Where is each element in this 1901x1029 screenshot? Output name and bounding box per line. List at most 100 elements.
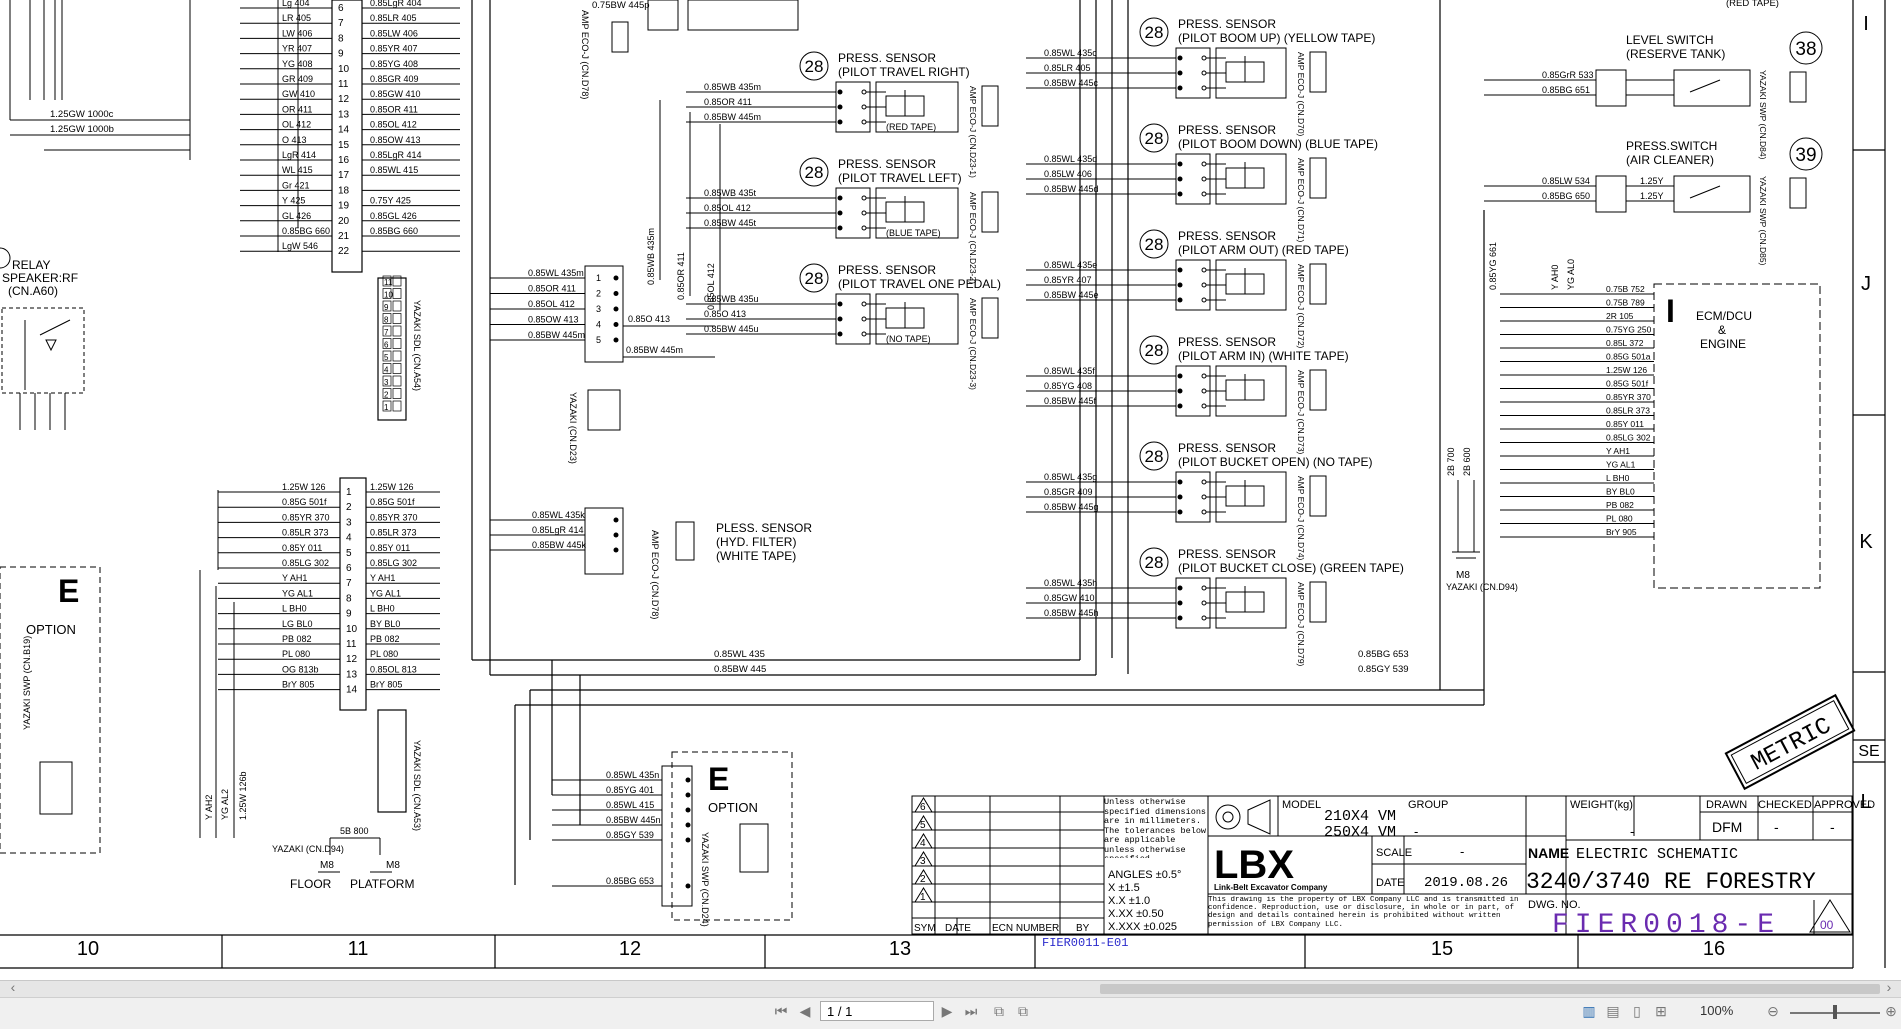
connector-label: AMP ECO-J (CN.D79) — [1296, 582, 1306, 667]
copy-icon[interactable]: ⧉ — [994, 1003, 1004, 1019]
vert-label: 2B 700 — [1446, 447, 1456, 476]
sensor-number: 28 — [1145, 235, 1164, 254]
ecn-link: FIER0011-E01 — [1042, 936, 1128, 950]
relay-title: RELAY — [12, 258, 50, 272]
wire-label: 1.25GW 1000b — [50, 124, 114, 135]
pin-number: 9 — [338, 49, 344, 60]
wire-label: 0.85LW 406 — [1044, 169, 1092, 179]
sensor-number: 28 — [1145, 553, 1164, 572]
wire-label: 0.85LG 302 — [370, 558, 417, 568]
page-field[interactable]: 1 / 1 — [820, 1001, 934, 1021]
dwg-number: FIER0018-E — [1552, 910, 1780, 941]
wire-label: 0.75Y 425 — [370, 196, 411, 206]
drawn-value: DFM — [1712, 819, 1742, 835]
two-page-icon[interactable]: ▯ — [1633, 1003, 1641, 1019]
dwg-label: DWG. NO. — [1528, 899, 1581, 911]
pin-number: 2 — [346, 502, 352, 513]
zoom-out-icon[interactable]: ⊖ — [1767, 1003, 1779, 1019]
wire-label: Y AH1 — [1606, 446, 1630, 456]
connector-label: YAZAKI SWP (CN.B19) — [22, 636, 32, 730]
first-page-icon[interactable]: ⏮ — [774, 1003, 788, 1019]
wire-label: 0.85YR 407 — [1044, 275, 1092, 285]
wire-label: PB 082 — [370, 634, 400, 644]
wire-label: 0.85LR 405 — [1044, 63, 1091, 73]
scale-value: - — [1460, 844, 1464, 859]
wire-label: 0.85LR 373 — [370, 528, 417, 538]
wire-label: L BH0 — [1606, 473, 1630, 483]
zoom-in-icon[interactable]: ⊕ — [1885, 1003, 1897, 1019]
sensor-tape: (WHITE TAPE) — [716, 549, 796, 563]
pin-number: 6 — [384, 341, 389, 350]
wire-label: 0.85WL 435g — [1044, 472, 1097, 482]
pin-number: 5 — [384, 353, 389, 362]
wire-label: YG AL1 — [282, 588, 313, 598]
wire-label: 0.85BW 445e — [1044, 290, 1099, 300]
scale-label: SCALE — [1376, 847, 1412, 859]
scroll-right-icon[interactable]: › — [1886, 979, 1892, 995]
name-label: NAME — [1528, 845, 1569, 861]
weight-label: WEIGHT(kg) — [1570, 799, 1633, 811]
pin-number: 5 — [346, 548, 352, 559]
pin-number: 22 — [338, 246, 350, 257]
sensor-number: 28 — [1145, 129, 1164, 148]
wire-label: GL 426 — [282, 211, 311, 221]
ground-platform: PLATFORM — [350, 877, 414, 891]
group-label: GROUP — [1408, 799, 1448, 811]
wire-label: 0.85LR 405 — [370, 13, 417, 23]
wire-label: 0.85GY 539 — [1358, 664, 1409, 675]
rev-header: ECN NUMBER — [992, 923, 1059, 934]
wire-label: 0.85LG 302 — [282, 558, 329, 568]
pin-number: 3 — [346, 517, 352, 528]
weight-value: - — [1630, 824, 1634, 839]
fit-icon[interactable]: ⊞ — [1655, 1003, 1667, 1019]
pin-number: 7 — [346, 578, 352, 589]
sensor-title: PRESS. SENSOR — [838, 263, 936, 277]
scroll-thumb[interactable] — [1100, 984, 1880, 994]
wire-label: PL 080 — [1606, 514, 1633, 524]
pin-number: 12 — [338, 94, 350, 105]
wire-label: LR 405 — [282, 13, 311, 23]
pin-number: 17 — [338, 170, 350, 181]
scroll-left-icon[interactable]: ‹ — [10, 979, 16, 995]
paste-icon[interactable]: ⧉ — [1018, 1003, 1028, 1019]
pin-number: 14 — [346, 685, 358, 696]
ecm-title: ECM/DCU — [1696, 309, 1752, 323]
zone-label: 12 — [619, 938, 641, 960]
zoom-slider-handle[interactable] — [1833, 1005, 1837, 1019]
wire-label: 0.85WL 435d — [1044, 154, 1097, 164]
wire-label: 0.85Y 011 — [1606, 419, 1644, 429]
wire-label: 0.85BW 445m — [528, 330, 585, 340]
wire-label: 0.85GrR 533 — [1542, 70, 1594, 80]
wire-label: 0.85WB 435m — [704, 82, 761, 92]
prev-page-icon[interactable]: ◀ — [799, 1003, 811, 1019]
vert-label: YG AL0 — [1566, 259, 1576, 290]
continuous-icon[interactable]: ▤ — [1606, 1003, 1620, 1019]
pin-number: 7 — [384, 328, 389, 337]
sensor-tape: (BLUE TAPE) — [886, 228, 941, 238]
ground-floor: FLOOR — [290, 877, 332, 891]
model-label: MODEL — [1282, 799, 1321, 811]
sensor-sub: (PILOT BOOM DOWN) (BLUE TAPE) — [1178, 137, 1378, 151]
horizontal-scrollbar[interactable]: ‹ › — [0, 979, 1901, 998]
ground-m8: M8 — [320, 860, 334, 871]
wire-label: Lg 404 — [282, 0, 310, 8]
single-page-icon[interactable]: ▥ — [1582, 1003, 1596, 1019]
tol-row: X.XXX ±0.025 — [1108, 921, 1177, 933]
connector-label: AMP ECO-J (CN.D23-3) — [968, 298, 978, 390]
pin-number: 1 — [384, 403, 389, 412]
logo: LBX — [1214, 843, 1294, 887]
sensor-sub: (PILOT TRAVEL RIGHT) — [838, 65, 970, 79]
wire-label: 0.85BW 445k — [532, 540, 587, 550]
sensor-number: 28 — [805, 163, 824, 182]
vert-label: 0.85WB 435m — [646, 228, 656, 285]
sensor-title: PRESS. SENSOR — [838, 157, 936, 171]
last-page-icon[interactable]: ⏭ — [964, 1003, 978, 1019]
next-page-icon[interactable]: ▶ — [941, 1003, 953, 1019]
wire-label: 0.85OL 813 — [370, 664, 417, 674]
sensor-title: PRESS. SENSOR — [1178, 441, 1276, 455]
connector-label: AMP ECO-J (CN.D78) — [580, 10, 590, 99]
